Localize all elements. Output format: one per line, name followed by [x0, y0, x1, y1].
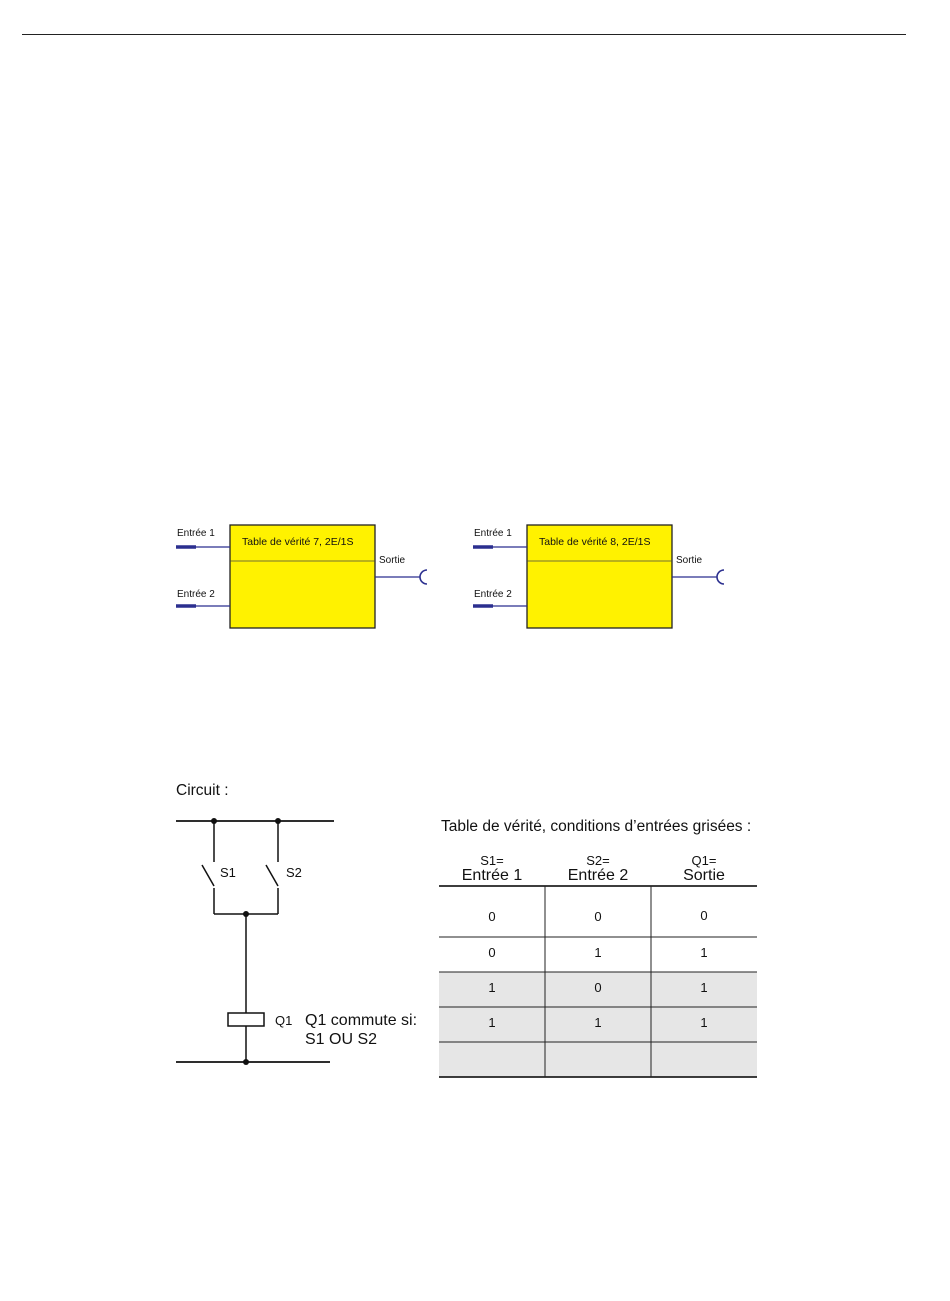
table-cell-r0-c1: 0: [545, 909, 651, 924]
fb1-input2-label: Entrée 2: [177, 589, 215, 600]
truth-table-title: Table de vérité, conditions d’entrées gr…: [441, 818, 751, 836]
fb1-input1-label: Entrée 1: [177, 528, 215, 539]
table-cell-r3-c0: 1: [439, 1015, 545, 1030]
circuit-title: Circuit :: [176, 782, 229, 800]
switch-s2-label: S2: [286, 865, 302, 880]
switch-s1-label: S1: [220, 865, 236, 880]
fb2-input1-label: Entrée 1: [474, 528, 512, 539]
condition-line-2: S1 OU S2: [305, 1030, 377, 1049]
header-col3-bottom: Sortie: [651, 867, 757, 885]
fb2-output-label: Sortie: [676, 555, 702, 566]
fb2-input2-label: Entrée 2: [474, 589, 512, 600]
table-cell-r1-c2: 1: [651, 945, 757, 960]
table-cell-r0-c0: 0: [439, 909, 545, 924]
header-col1-top: S1=: [439, 853, 545, 868]
table-cell-r2-c1: 0: [545, 980, 651, 995]
table-cell-r2-c2: 1: [651, 980, 757, 995]
fb1-title: Table de vérité 7, 2E/1S: [242, 536, 354, 548]
fb2-title: Table de vérité 8, 2E/1S: [539, 536, 651, 548]
header-col1-bottom: Entrée 1: [439, 867, 545, 885]
fb1-output-label: Sortie: [379, 555, 405, 566]
header-col3-top: Q1=: [651, 853, 757, 868]
table-cell-r1-c0: 0: [439, 945, 545, 960]
table-cell-r3-c1: 1: [545, 1015, 651, 1030]
header-col2-bottom: Entrée 2: [545, 867, 651, 885]
switch-s2: [266, 865, 278, 886]
table-cell-r2-c0: 1: [439, 980, 545, 995]
table-cell-r1-c1: 1: [545, 945, 651, 960]
table-cell-r3-c2: 1: [651, 1015, 757, 1030]
relay-q1-coil: [228, 1013, 264, 1026]
relay-q1-label: Q1: [275, 1013, 292, 1028]
condition-line-1: Q1 commute si:: [305, 1011, 417, 1030]
header-col2-top: S2=: [545, 853, 651, 868]
table-cell-r0-c2: 0: [651, 908, 757, 923]
switch-s1: [202, 865, 214, 886]
top-rule: [22, 34, 906, 35]
